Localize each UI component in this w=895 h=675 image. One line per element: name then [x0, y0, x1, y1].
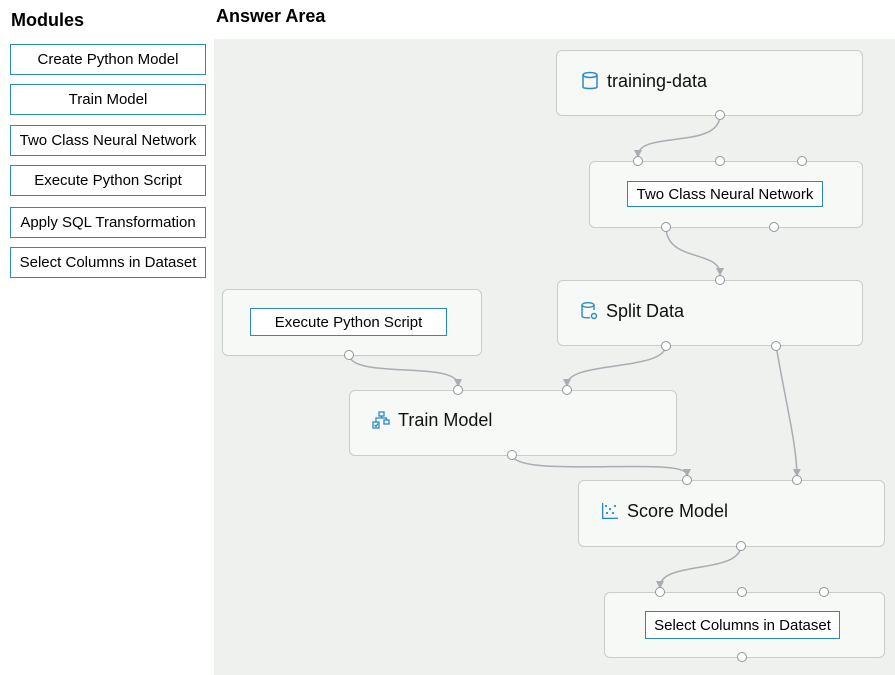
answer-area-heading: Answer Area — [216, 6, 326, 26]
port-neural-out-1[interactable] — [661, 222, 671, 232]
port-execute-out[interactable] — [344, 350, 354, 360]
node-training-data[interactable] — [556, 50, 863, 116]
node-train-model[interactable] — [349, 390, 677, 456]
node-training-data-label: training-data — [581, 69, 707, 93]
select-columns-drop-slot[interactable]: Select Columns in Dataset — [645, 611, 840, 639]
port-neural-in-1[interactable] — [633, 156, 643, 166]
port-select-in-2[interactable] — [737, 587, 747, 597]
modules-heading: Modules — [11, 10, 85, 30]
module-apply-sql-transformation[interactable]: Apply SQL Transformation — [10, 207, 206, 238]
answer-area-canvas — [214, 39, 895, 675]
module-train-model[interactable]: Train Model — [10, 84, 206, 115]
port-split-out-1[interactable] — [661, 341, 671, 351]
port-select-out[interactable] — [737, 652, 747, 662]
node-split-data[interactable] — [557, 280, 863, 346]
node-train-model-label: Train Model — [372, 408, 492, 432]
node-score-model-label: Score Model — [601, 499, 728, 523]
module-select-columns-in-dataset[interactable]: Select Columns in Dataset — [10, 247, 206, 278]
module-two-class-neural-network[interactable]: Two Class Neural Network — [10, 125, 206, 156]
port-neural-in-3[interactable] — [797, 156, 807, 166]
port-neural-in-2[interactable] — [715, 156, 725, 166]
execute-python-drop-slot[interactable]: Execute Python Script — [250, 308, 447, 336]
port-score-in-1[interactable] — [682, 475, 692, 485]
neural-network-drop-slot[interactable]: Two Class Neural Network — [627, 181, 823, 207]
port-train-out[interactable] — [507, 450, 517, 460]
split-data-text: Split Data — [606, 300, 685, 321]
port-select-in-3[interactable] — [819, 587, 829, 597]
port-select-in-1[interactable] — [655, 587, 665, 597]
port-neural-out-2[interactable] — [769, 222, 779, 232]
hierarchy-check-icon — [372, 411, 390, 429]
port-score-in-2[interactable] — [792, 475, 802, 485]
score-model-text: Score Model — [627, 500, 729, 521]
port-train-in-1[interactable] — [453, 385, 463, 395]
port-score-out[interactable] — [736, 541, 746, 551]
port-split-out-2[interactable] — [771, 341, 781, 351]
node-split-data-label: Split Data — [580, 299, 684, 323]
port-train-in-2[interactable] — [562, 385, 572, 395]
port-training-data-out[interactable] — [715, 110, 725, 120]
scatter-plot-icon — [602, 503, 618, 519]
database-icon — [582, 71, 598, 90]
training-data-text: training-data — [607, 70, 708, 91]
node-score-model[interactable] — [578, 480, 885, 547]
module-execute-python-script[interactable]: Execute Python Script — [10, 165, 206, 196]
database-gear-icon — [581, 302, 598, 320]
port-split-in[interactable] — [715, 275, 725, 285]
module-create-python-model[interactable]: Create Python Model — [10, 44, 206, 75]
train-model-text: Train Model — [398, 409, 493, 430]
